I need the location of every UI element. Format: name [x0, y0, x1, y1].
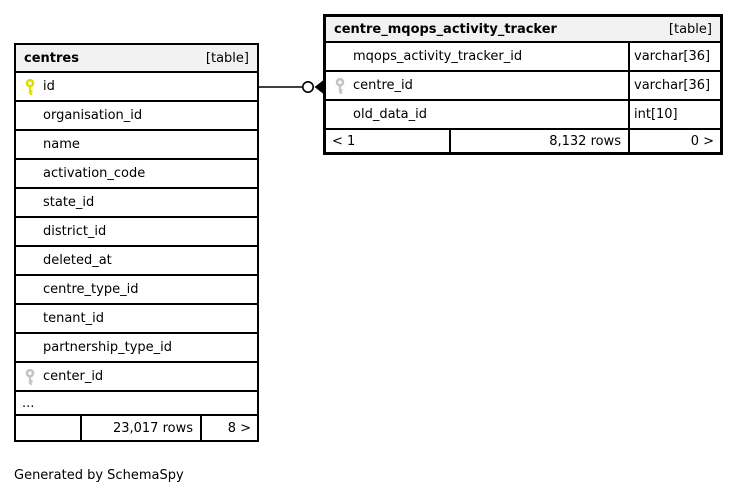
cardinality-circle-marker: [301, 81, 314, 93]
table-type-badge: [table]: [668, 21, 712, 37]
column-name: tenant_id: [43, 311, 105, 326]
primary-key-icon: [23, 78, 37, 95]
foreign-key-icon: [23, 368, 37, 385]
table-type-badge: [table]: [205, 50, 249, 66]
table-node-centres[interactable]: centres [table] id organisation_id name: [14, 43, 259, 442]
table-footer: 23,017 rows 8 >: [16, 414, 257, 440]
table-footer: < 1 8,132 rows 0 >: [326, 128, 720, 152]
generated-by-caption: Generated by SchemaSpy: [14, 468, 184, 483]
column-row-state-id: state_id: [16, 187, 257, 216]
column-name: name: [43, 137, 80, 152]
column-name: centre_id: [353, 78, 413, 93]
relationship-connector: [259, 80, 323, 94]
column-type: int[10]: [628, 101, 720, 128]
column-name: mqops_activity_tracker_id: [353, 49, 523, 64]
table-header-centre-mqops-activity-tracker[interactable]: centre_mqops_activity_tracker [table]: [326, 17, 720, 41]
column-row-center-id: center_id: [16, 361, 257, 390]
table-node-centre-mqops-activity-tracker[interactable]: centre_mqops_activity_tracker [table] mq…: [323, 14, 723, 155]
table-header-centres[interactable]: centres [table]: [16, 45, 257, 71]
column-name: old_data_id: [353, 107, 427, 122]
column-name: district_id: [43, 224, 107, 239]
ellipsis-text: ...: [22, 395, 35, 411]
column-name: id: [43, 79, 55, 94]
column-row-tenant-id: tenant_id: [16, 303, 257, 332]
table-title: centre_mqops_activity_tracker: [334, 21, 557, 37]
column-row-partnership-type-id: partnership_type_id: [16, 332, 257, 361]
column-row-organisation-id: organisation_id: [16, 100, 257, 129]
column-name: deleted_at: [43, 253, 112, 268]
more-columns-ellipsis: ...: [16, 390, 257, 414]
column-name: partnership_type_id: [43, 340, 173, 355]
column-row-name: name: [16, 129, 257, 158]
column-row-old-data-id: old_data_id int[10]: [326, 99, 720, 128]
column-row-centre-type-id: centre_type_id: [16, 274, 257, 303]
column-name: state_id: [43, 195, 95, 210]
footer-row-count: 8,132 rows: [449, 130, 628, 152]
column-name: activation_code: [43, 166, 146, 181]
arrowhead-icon: [314, 80, 323, 94]
column-name: center_id: [43, 369, 104, 384]
footer-parents-cell: [16, 416, 80, 440]
column-type: varchar[36]: [628, 43, 720, 70]
column-row-id: id: [16, 71, 257, 100]
foreign-key-icon: [333, 77, 347, 94]
column-row-mqops-activity-tracker-id: mqops_activity_tracker_id varchar[36]: [326, 41, 720, 70]
column-name: centre_type_id: [43, 282, 139, 297]
column-type: varchar[36]: [628, 72, 720, 99]
footer-children-cell: 8 >: [200, 416, 257, 440]
footer-row-count: 23,017 rows: [80, 416, 200, 440]
footer-children-cell: 0 >: [628, 130, 720, 152]
column-row-activation-code: activation_code: [16, 158, 257, 187]
column-row-deleted-at: deleted_at: [16, 245, 257, 274]
column-row-centre-id: centre_id varchar[36]: [326, 70, 720, 99]
column-name: organisation_id: [43, 108, 143, 123]
column-row-district-id: district_id: [16, 216, 257, 245]
table-title: centres: [24, 50, 79, 66]
footer-parents-cell: < 1: [332, 133, 356, 149]
